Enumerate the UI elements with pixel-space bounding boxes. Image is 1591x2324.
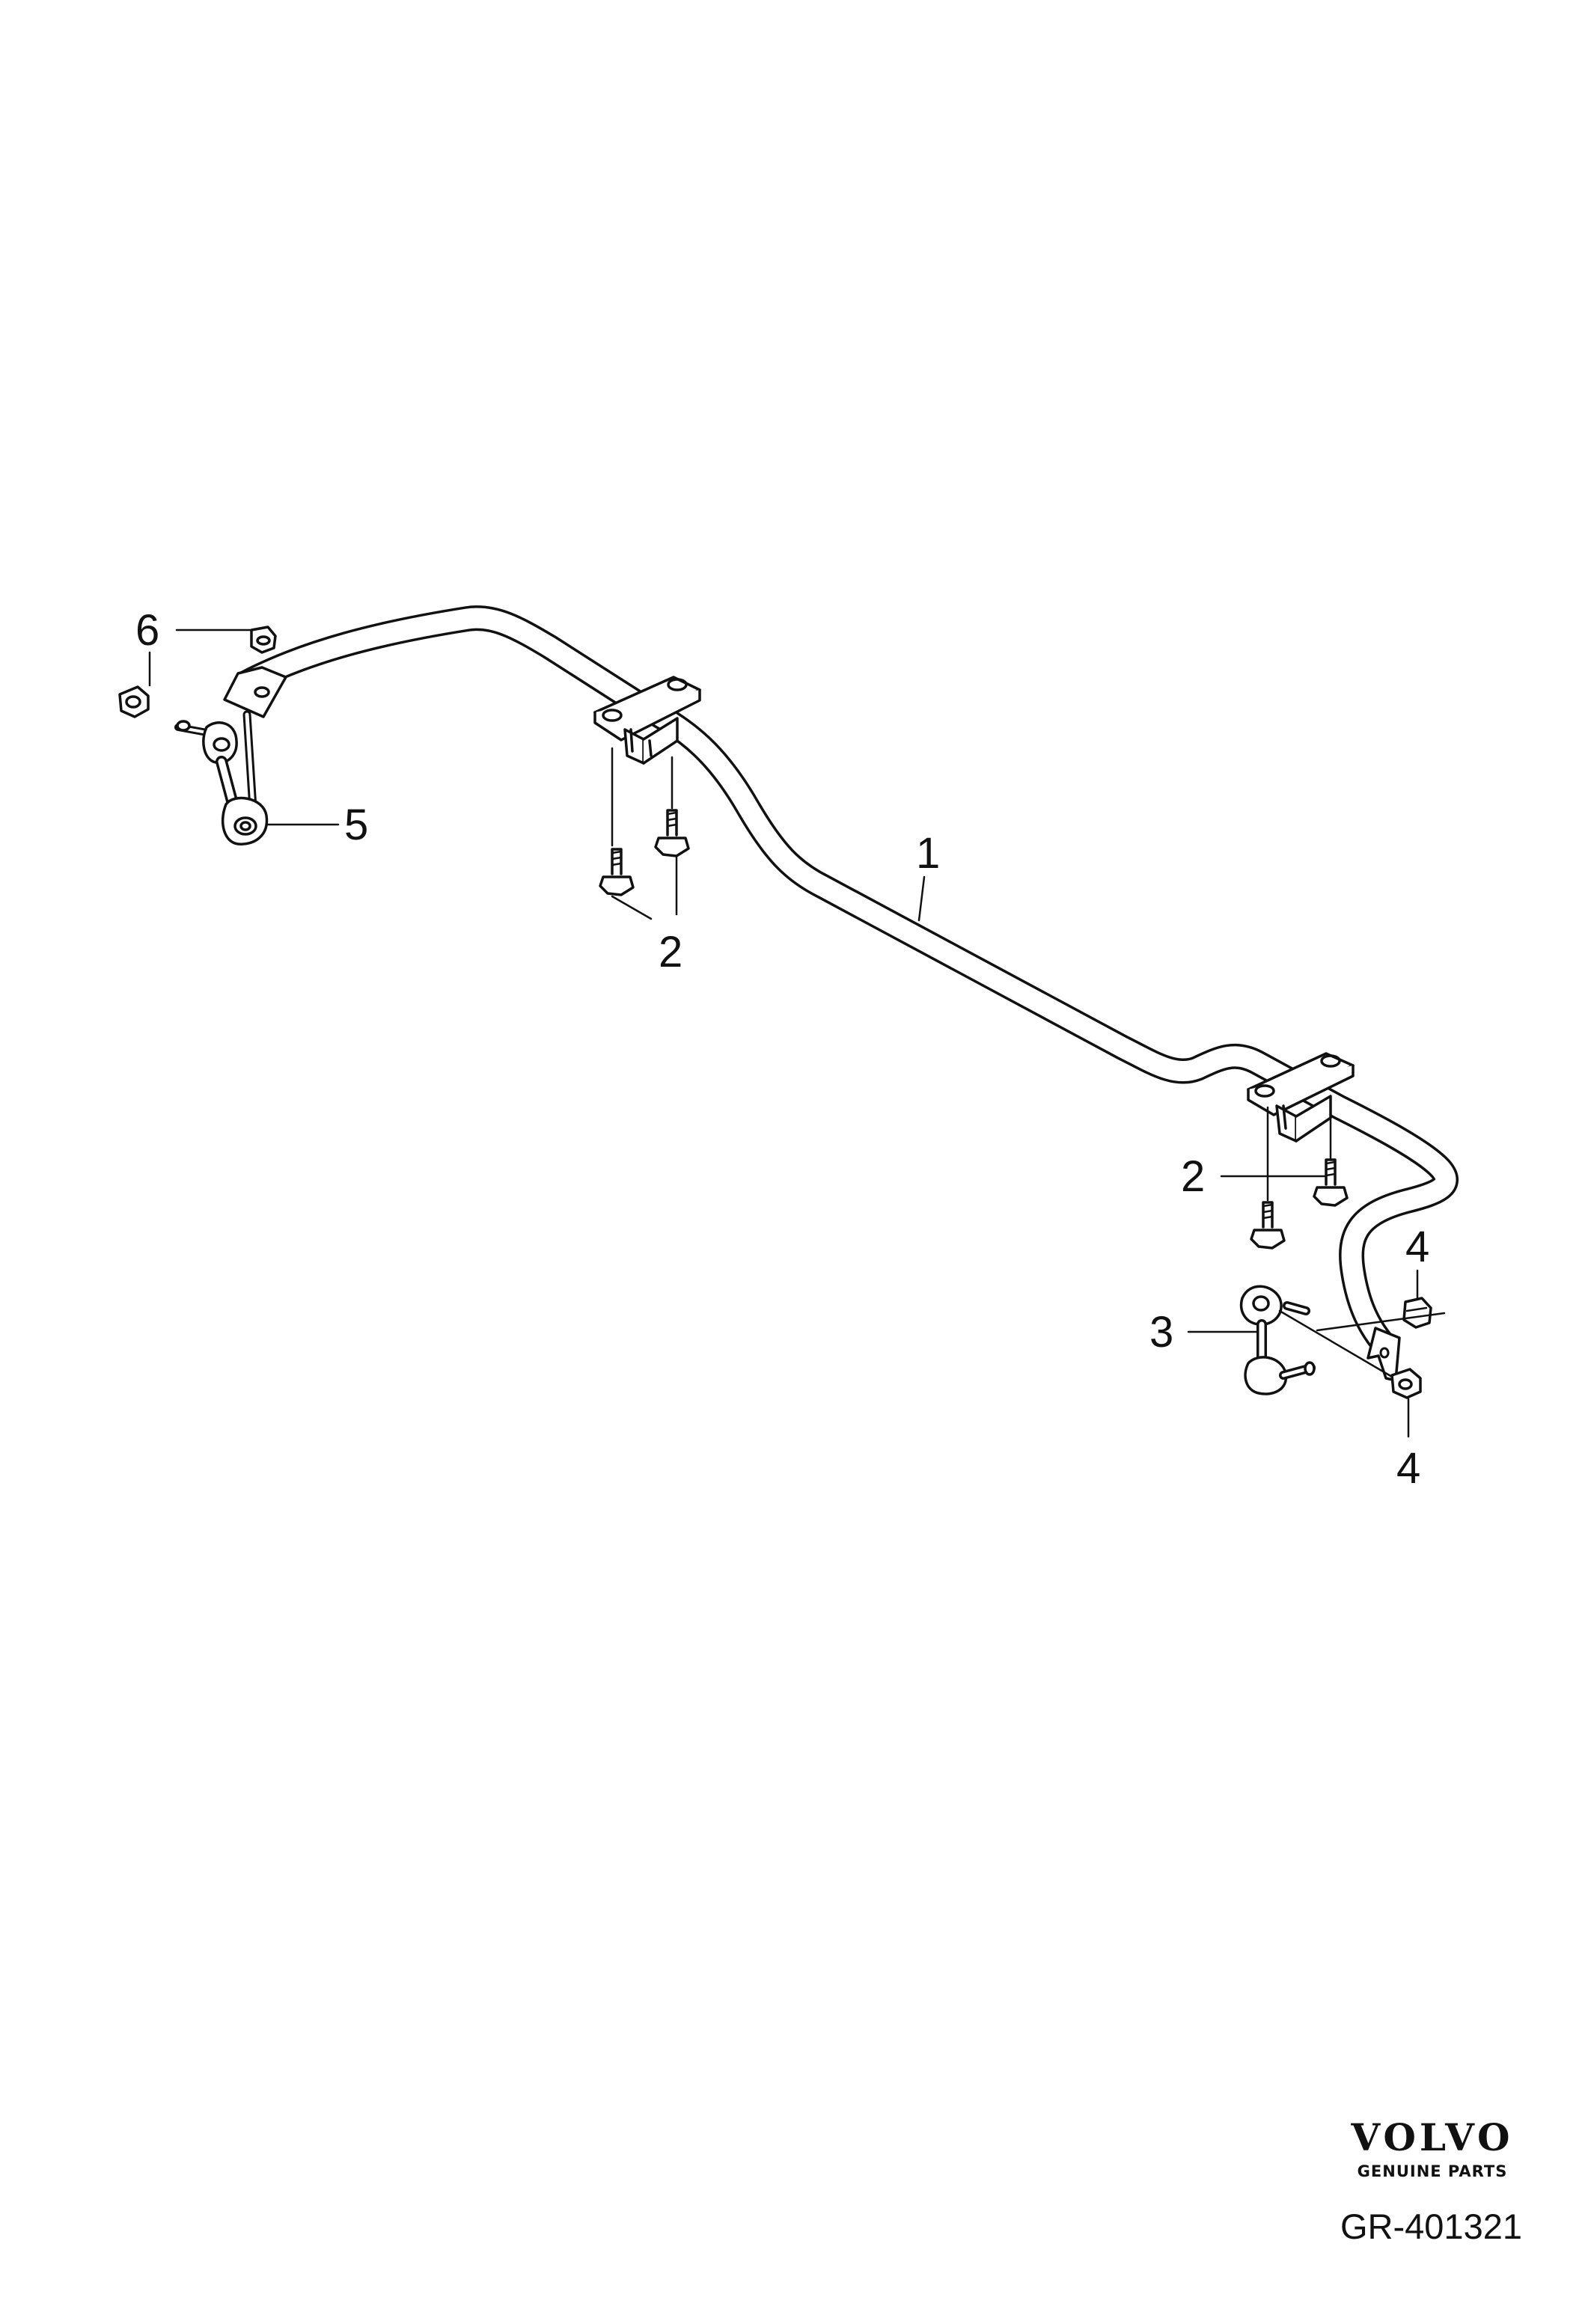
nut-right-lower <box>1390 1368 1422 1399</box>
genuine-parts-label: GENUINE PARTS <box>1357 2162 1508 2180</box>
callout-6: 6 <box>135 606 159 655</box>
diagram-code: GR-401321 <box>1340 2207 1522 2246</box>
link-rod-left <box>174 710 269 845</box>
link-rod-right <box>1240 1285 1316 1395</box>
bolt-right-a <box>1250 1201 1286 1250</box>
bolt-right-b <box>1313 1158 1349 1207</box>
callout-3: 3 <box>1149 1308 1173 1357</box>
callout-4-lower: 4 <box>1396 1444 1420 1493</box>
brand-block: VOLVO GENUINE PARTS <box>1343 2115 1522 2181</box>
volvo-logo: VOLVO <box>1351 2115 1514 2159</box>
bolt-left-b <box>654 809 690 857</box>
callout-4-upper: 4 <box>1405 1223 1429 1271</box>
bushing-bracket-right <box>1247 1052 1355 1143</box>
bolt-left-a <box>599 848 635 896</box>
nut-right-upper <box>1402 1297 1432 1329</box>
stabilizer-bar <box>223 605 1459 1382</box>
leader-lines <box>148 629 1446 1438</box>
nut-top-left <box>250 626 277 654</box>
callout-1: 1 <box>916 829 940 878</box>
callout-2-right: 2 <box>1181 1152 1205 1201</box>
callout-2-left: 2 <box>659 928 682 976</box>
bushing-bracket-left <box>593 676 701 765</box>
nut-left <box>118 685 150 718</box>
callout-5: 5 <box>344 801 368 849</box>
